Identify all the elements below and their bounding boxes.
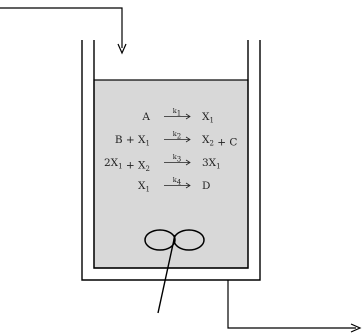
reaction-3-products: 3X1: [202, 157, 221, 171]
stirrer-icon: [144, 229, 205, 314]
reaction-2-arrow: [164, 136, 191, 143]
reaction-2-rate-constant: k2: [173, 130, 181, 141]
reaction-1-rate-constant: k1: [173, 107, 181, 118]
inlet-feed-line: [0, 7, 123, 48]
tank-inner-wall: [93, 40, 249, 269]
reaction-3-arrow: [164, 159, 191, 166]
reaction-1-arrow: [164, 113, 191, 120]
reaction-4-reactants: X1: [138, 180, 150, 194]
tank-outer-wall: [81, 40, 261, 281]
reaction-2-reactants: B + X1: [115, 134, 150, 148]
reaction-1-products: X1: [202, 111, 214, 125]
inlet-arrowhead: [117, 43, 127, 55]
reactor-liquid: [93, 79, 249, 269]
reaction-4-arrow: [164, 182, 191, 189]
reaction-4-rate-constant: k4: [173, 176, 182, 187]
reaction-4-products: D: [202, 180, 210, 192]
reaction-3-rate-constant: k3: [173, 153, 181, 164]
reaction-2-products: X2 + C: [202, 134, 237, 149]
outlet-line: [227, 280, 356, 329]
reaction-3-reactants: 2X1 + X2: [104, 157, 150, 173]
reaction-1-reactants: A: [141, 111, 150, 123]
outlet-arrowhead: [350, 323, 362, 333]
